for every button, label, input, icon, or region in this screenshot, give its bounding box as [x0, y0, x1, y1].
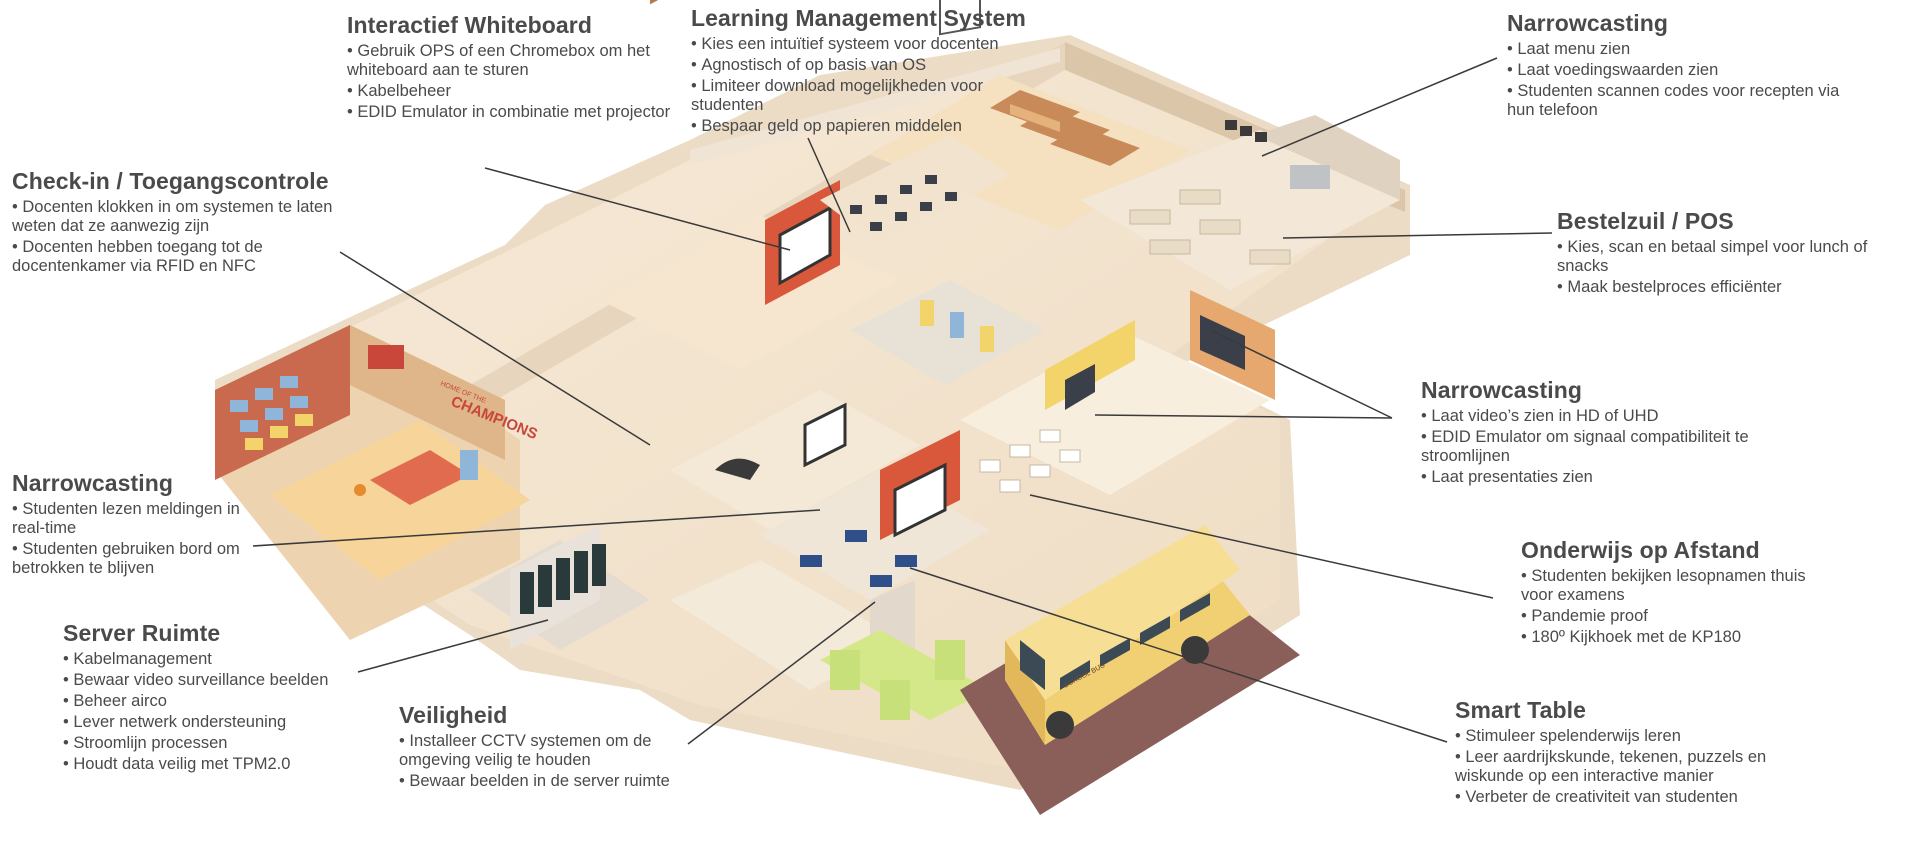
- callout-title: Veiligheid: [399, 702, 508, 728]
- callout-smart-table: Smart Table Stimuleer spelenderwijs lere…: [1455, 697, 1795, 809]
- callout-item: Kabelbeheer: [347, 82, 692, 101]
- leader-lines: [252, 57, 1553, 745]
- callout-item: Kabelmanagement: [63, 650, 383, 669]
- callout-item: Pandemie proof: [1521, 607, 1821, 626]
- callout-checkin: Check-in / Toegangscontrole Docenten klo…: [12, 168, 342, 278]
- callout-item: Leer aardrijkskunde, tekenen, puzzels en…: [1455, 748, 1795, 786]
- callout-veiligheid: Veiligheid Installeer CCTV systemen om d…: [399, 702, 694, 793]
- callout-item: Stroomlijn processen: [63, 734, 383, 753]
- callout-item: 180º Kijkhoek met de KP180: [1521, 628, 1821, 647]
- callout-item: Beheer airco: [63, 692, 383, 711]
- cafeteria: [1080, 115, 1400, 290]
- callout-item: Maak bestelproces efficiënter: [1557, 278, 1915, 297]
- callout-item: Installeer CCTV systemen om de omgeving …: [399, 732, 694, 770]
- callout-lms: Learning Management System Kies een intu…: [691, 5, 1041, 138]
- callout-item: Kies een intuïtief systeem voor docenten: [691, 35, 1041, 54]
- callout-item: EDID Emulator in combinatie met projecto…: [347, 103, 692, 122]
- callout-title: Onderwijs op Afstand: [1521, 537, 1760, 563]
- callout-item: Laat voedingswaarden zien: [1507, 61, 1867, 80]
- classroom-right: [960, 290, 1275, 495]
- callout-item: Studenten lezen meldingen in real-time: [12, 500, 262, 538]
- callout-title: Check-in / Toegangscontrole: [12, 168, 329, 194]
- callout-item: Docenten hebben toegang tot de docentenk…: [12, 238, 342, 276]
- gym: CHAMPIONS HOME OF THE: [215, 325, 540, 640]
- callout-narrowcasting-left: Narrowcasting Studenten lezen meldingen …: [12, 470, 262, 580]
- callout-item: Agnostisch of op basis van OS: [691, 56, 1041, 75]
- bus-parking: SCHOOL BUS: [960, 525, 1300, 815]
- callout-title: Narrowcasting: [1507, 10, 1669, 36]
- callout-item: Bewaar video surveillance beelden: [63, 671, 383, 690]
- computer-lab: [820, 135, 1010, 245]
- callout-server-ruimte: Server Ruimte Kabelmanagement Bewaar vid…: [63, 620, 383, 776]
- classroom-1: [600, 0, 900, 370]
- callout-item: Gebruik OPS of een Chromebox om het whit…: [347, 42, 692, 80]
- callout-pos: Bestelzuil / POS Kies, scan en betaal si…: [1557, 208, 1915, 299]
- smart-table-room: [760, 430, 990, 600]
- callout-item: Lever netwerk ondersteuning: [63, 713, 383, 732]
- callout-item: Laat presentaties zien: [1421, 468, 1751, 487]
- callout-item: Kies, scan en betaal simpel voor lunch o…: [1557, 238, 1915, 276]
- music-room: [670, 390, 920, 530]
- callout-title: Narrowcasting: [1421, 377, 1583, 403]
- callout-title: Learning Management System: [691, 5, 1026, 31]
- callout-item: Limiteer download mogelijkheden voor stu…: [691, 77, 1041, 115]
- callout-title: Smart Table: [1455, 697, 1587, 723]
- callout-item: Docenten klokken in om systemen te laten…: [12, 198, 342, 236]
- callout-whiteboard: Interactief Whiteboard Gebruik OPS of ee…: [347, 12, 692, 124]
- callout-item: Studenten scannen codes voor recepten vi…: [1507, 82, 1867, 120]
- restrooms: [850, 280, 1045, 385]
- callout-narrowcasting-mid: Narrowcasting Laat video’s zien in HD of…: [1421, 377, 1751, 489]
- callout-item: EDID Emulator om signaal compatibiliteit…: [1421, 428, 1751, 466]
- callout-title: Bestelzuil / POS: [1557, 208, 1734, 234]
- callout-item: Bespaar geld op papieren middelen: [691, 117, 1041, 136]
- callout-item: Houdt data veilig met TPM2.0: [63, 755, 383, 774]
- callout-title: Server Ruimte: [63, 620, 221, 646]
- callout-narrowcasting-top: Narrowcasting Laat menu zien Laat voedin…: [1507, 10, 1867, 122]
- callout-item: Stimuleer spelenderwijs leren: [1455, 727, 1795, 746]
- callout-item: Verbeter de creativiteit van studenten: [1455, 788, 1795, 807]
- server-room: [470, 525, 650, 650]
- callout-item: Laat menu zien: [1507, 40, 1867, 59]
- callout-item: Bewaar beelden in de server ruimte: [399, 772, 694, 791]
- callout-title: Interactief Whiteboard: [347, 12, 593, 38]
- callout-title: Narrowcasting: [12, 470, 174, 496]
- callout-item: Laat video’s zien in HD of UHD: [1421, 407, 1751, 426]
- planters: [820, 630, 990, 720]
- callout-onderwijs-afstand: Onderwijs op Afstand Studenten bekijken …: [1521, 537, 1821, 649]
- callout-item: Studenten bekijken lesopnamen thuis voor…: [1521, 567, 1821, 605]
- callout-item: Studenten gebruiken bord om betrokken te…: [12, 540, 262, 578]
